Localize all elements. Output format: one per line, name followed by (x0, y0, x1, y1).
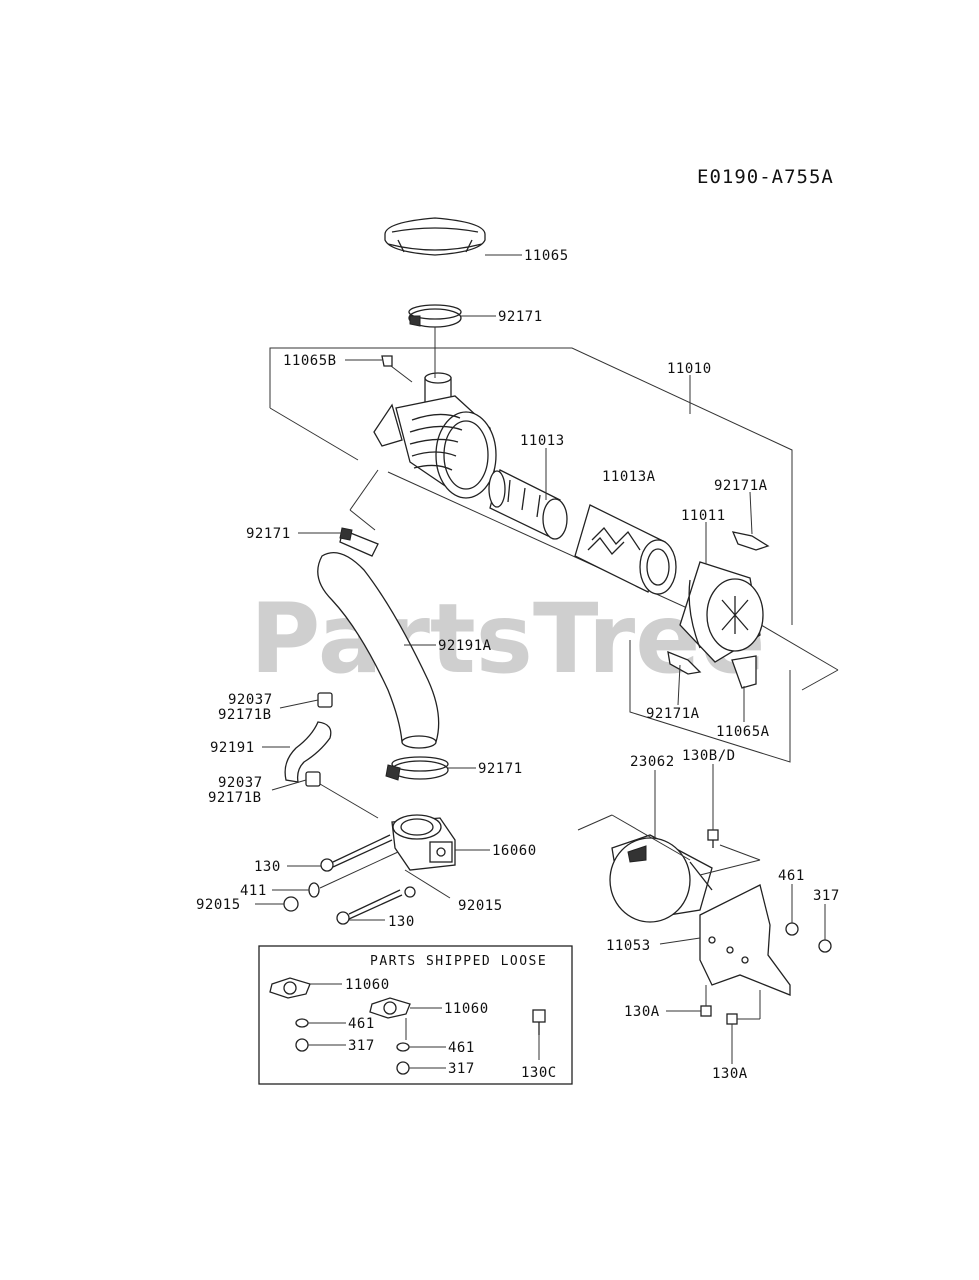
washer-461-right[interactable] (785, 922, 799, 936)
label-92171A-bottom[interactable]: 92171A (646, 706, 700, 722)
label-130-a[interactable]: 130 (254, 859, 281, 875)
parts-shipped-loose-box (258, 945, 573, 1085)
label-11065A[interactable]: 11065A (716, 724, 770, 740)
part-labels: 11065 92171 11065B 11010 11013 11013A 92… (196, 248, 840, 1082)
label-130-b[interactable]: 130 (388, 914, 415, 930)
clamp-92037-92171B-a[interactable] (317, 692, 333, 708)
clamp-92171-left[interactable] (339, 527, 379, 557)
label-11011[interactable]: 11011 (681, 508, 726, 524)
assembly-11010-outline (269, 347, 839, 763)
label-16060[interactable]: 16060 (492, 843, 537, 859)
label-92015-left[interactable]: 92015 (196, 897, 241, 913)
label-92171-mid[interactable]: 92171 (478, 761, 523, 777)
label-92171B-b[interactable]: 92171B (208, 790, 262, 806)
inner-filter-11013[interactable] (488, 469, 568, 540)
label-11053[interactable]: 11053 (606, 938, 651, 954)
label-461-a[interactable]: 461 (348, 1016, 375, 1032)
label-130A-b[interactable]: 130A (712, 1066, 748, 1082)
label-92171-left[interactable]: 92171 (246, 526, 291, 542)
elbow-16060[interactable] (391, 814, 456, 871)
diagram-code: E0190-A755A (697, 166, 834, 188)
nut-92015-left[interactable] (283, 896, 299, 912)
label-130A-a[interactable]: 130A (624, 1004, 660, 1020)
washer-461-a[interactable] (295, 1018, 309, 1028)
bracket-11053[interactable] (699, 884, 791, 996)
label-92037-a[interactable]: 92037 (228, 692, 273, 708)
leader-lines (255, 254, 826, 1069)
label-23062[interactable]: 23062 (630, 754, 675, 770)
label-130BD[interactable]: 130B/D (682, 748, 736, 764)
nut-317-a[interactable] (295, 1038, 309, 1052)
bolt-130A-a[interactable] (700, 985, 712, 1017)
washer-461-b[interactable] (396, 1042, 410, 1052)
clip-11065B[interactable] (381, 355, 393, 367)
cap-11065[interactable] (384, 217, 486, 256)
label-92015-right[interactable]: 92015 (458, 898, 503, 914)
gasket-11060-b[interactable] (369, 997, 411, 1019)
label-11010[interactable]: 11010 (667, 361, 712, 377)
label-11065B[interactable]: 11065B (283, 353, 337, 369)
hose-92191A[interactable] (317, 552, 440, 749)
label-92171-top[interactable]: 92171 (498, 309, 543, 325)
label-92037-b[interactable]: 92037 (218, 775, 263, 791)
hose-92191[interactable] (284, 721, 332, 783)
outer-filter-11013A[interactable] (574, 504, 677, 595)
clamp-92171-mid[interactable] (385, 756, 449, 781)
gasket-11060-a[interactable] (269, 977, 311, 999)
label-11060-b[interactable]: 11060 (444, 1001, 489, 1017)
clip-92171A-right[interactable] (731, 531, 770, 551)
label-92171B-a[interactable]: 92171B (218, 707, 272, 723)
cover-11011[interactable] (679, 561, 764, 663)
bolt-130C[interactable] (532, 1009, 546, 1035)
parts-shipped-loose-title: PARTS SHIPPED LOOSE (370, 954, 547, 969)
valve-11065A[interactable] (731, 655, 757, 689)
duct-23062[interactable] (609, 834, 713, 923)
clamp-92037-92171B-b[interactable] (305, 771, 321, 787)
clip-92171A-bottom[interactable] (667, 650, 702, 675)
label-11013A[interactable]: 11013A (602, 469, 656, 485)
bolt-130-b[interactable] (336, 889, 403, 925)
nut-92015-right[interactable] (404, 886, 416, 898)
label-11060-a[interactable]: 11060 (345, 977, 390, 993)
label-11013[interactable]: 11013 (520, 433, 565, 449)
label-411[interactable]: 411 (240, 883, 267, 899)
nut-317-b[interactable] (396, 1061, 410, 1075)
label-92191[interactable]: 92191 (210, 740, 255, 756)
label-130C[interactable]: 130C (521, 1065, 557, 1081)
label-92171A-right[interactable]: 92171A (714, 478, 768, 494)
clamp-92171-top[interactable] (408, 304, 462, 328)
air-cleaner-body[interactable] (373, 372, 497, 499)
label-317-b[interactable]: 317 (448, 1061, 475, 1077)
label-11065[interactable]: 11065 (524, 248, 569, 264)
bolt-130-a[interactable] (320, 834, 393, 872)
bolt-130BD[interactable] (707, 829, 719, 848)
label-92191A[interactable]: 92191A (438, 638, 492, 654)
washer-411[interactable] (308, 882, 320, 898)
label-317-a[interactable]: 317 (348, 1038, 375, 1054)
label-461-b[interactable]: 461 (448, 1040, 475, 1056)
label-461-right[interactable]: 461 (778, 868, 805, 884)
bolt-130A-b[interactable] (726, 990, 761, 1025)
label-317-right[interactable]: 317 (813, 888, 840, 904)
nut-317-right[interactable] (818, 939, 832, 953)
